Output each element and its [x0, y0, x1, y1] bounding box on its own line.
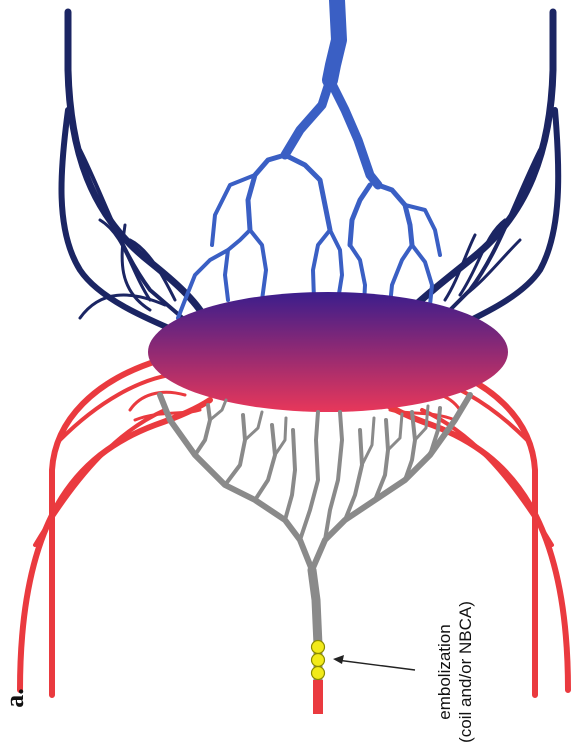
panel-label: a.	[5, 681, 25, 715]
annotation-line-1: embolization	[434, 592, 455, 752]
feeding-artery-segment	[313, 680, 323, 714]
embolization-label: embolization (coil and/or NBCA)	[434, 592, 478, 752]
nidus	[148, 292, 508, 412]
coil-2	[312, 654, 325, 667]
outer-veins	[61, 12, 558, 335]
coil-3	[312, 667, 325, 680]
embolic-coils	[312, 641, 325, 680]
annotation-arrow	[333, 655, 415, 670]
annotation-line-2: (coil and/or NBCA)	[455, 592, 476, 752]
draining-veins	[178, 0, 440, 318]
coil-1	[312, 641, 325, 654]
